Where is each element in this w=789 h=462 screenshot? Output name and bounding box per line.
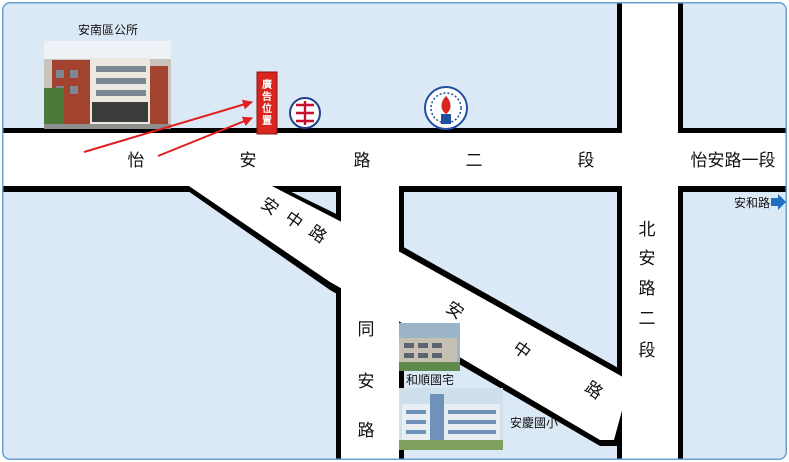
road-anzhong — [186, 184, 630, 440]
road-label-yian-section1: 怡安路一段 — [691, 151, 776, 171]
road-label-char: 路 — [358, 421, 375, 441]
anqing-school-photo — [399, 388, 503, 450]
road-label-char: 路 — [354, 151, 371, 171]
pointer-arrow — [83, 99, 253, 153]
ad-sign: 廣 告 位 置 — [256, 71, 278, 135]
heshun-housing-label: 和順國宅 — [406, 372, 454, 387]
anqing-school-label: 安慶國小 — [510, 415, 558, 430]
road-label-char: 二 — [466, 151, 483, 171]
road-label-char: 安 — [358, 372, 375, 392]
road-label-char: 段 — [578, 151, 595, 171]
ad-sign-char: 告 — [262, 90, 272, 103]
district-office-label: 安南區公所 — [78, 22, 138, 37]
road-label-char: 北 — [639, 220, 656, 240]
road-label-tongan: 同 安 路 — [358, 320, 375, 441]
road-label-yian: 怡 安 路 二 段 — [128, 151, 595, 171]
road-label-char: 安 — [240, 151, 257, 171]
road-label-char: 路 — [639, 279, 656, 299]
road-beian — [622, 2, 678, 460]
road-label-char: 安 — [639, 249, 656, 269]
road-label-char: 怡 — [128, 151, 145, 171]
road-label-char: 段 — [639, 341, 656, 361]
ad-sign-char: 位 — [262, 102, 272, 115]
heshun-housing-photo — [399, 323, 460, 371]
post-office-logo-icon — [289, 97, 321, 129]
ad-sign-char: 置 — [262, 115, 272, 127]
road-label-char: 二 — [639, 309, 656, 329]
school-emblem-icon — [424, 86, 468, 130]
road-label-beian: 北 安 路 二 段 — [639, 220, 656, 361]
road-label-anhe: 安和路 — [734, 195, 770, 210]
road-label-char: 同 — [358, 320, 375, 340]
ad-sign-char: 廣 — [261, 78, 272, 91]
district-office-photo — [44, 41, 171, 129]
blue-right-arrow-icon — [771, 194, 786, 210]
pointer-arrow — [157, 116, 253, 157]
